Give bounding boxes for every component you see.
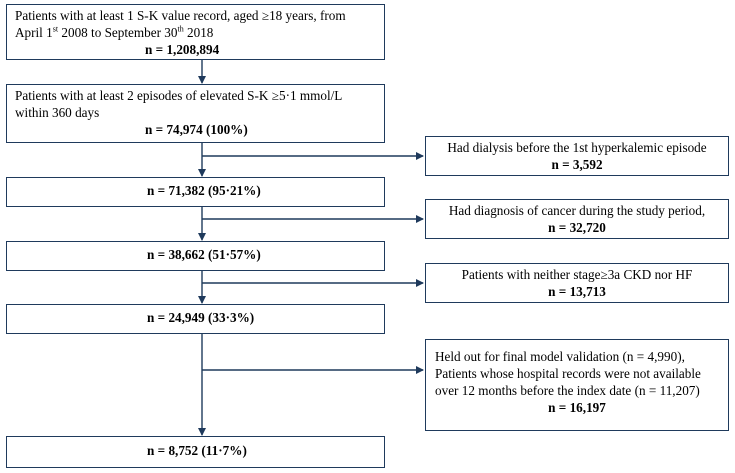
box-hyperk-line1: Patients with at least 2 episodes of ele… <box>15 88 343 103</box>
exclusion-cancer-text: Had diagnosis of cancer during the study… <box>448 203 706 218</box>
exclusion-cancer-count: n = 32,720 <box>548 219 606 235</box>
box-after-ckd-hf: n = 24,949 (33·3%) <box>6 304 385 334</box>
exclusion-ckd-hf-text: Patients with neither stage≥3a CKD nor H… <box>461 267 693 282</box>
box-final-count: n = 8,752 (11·7%) <box>147 443 247 458</box>
box-initial-cohort: Patients with at least 1 S-K value recor… <box>6 4 385 60</box>
exclusion-dialysis-text: Had dialysis before the 1st hyperkalemic… <box>447 140 707 155</box>
exclusion-holdout-line1: Held out for final model validation (n =… <box>435 349 685 364</box>
exclusion-cancer: Had diagnosis of cancer during the study… <box>425 199 729 239</box>
box-after-cancer-count: n = 38,662 (51·57%) <box>147 247 261 262</box>
box-initial-line1: Patients with at least 1 S-K value recor… <box>15 8 346 23</box>
box-initial-count: n = 1,208,894 <box>145 41 220 57</box>
exclusion-holdout-line2: Patients whose hospital records were not… <box>435 365 701 381</box>
box-hyperk-count: n = 74,974 (100%) <box>145 121 248 137</box>
box-after-cancer: n = 38,662 (51·57%) <box>6 241 385 271</box>
box-final-cohort: n = 8,752 (11·7%) <box>6 436 385 468</box>
box-initial-line2: April 1st 2008 to September 30th 2018 <box>15 24 214 40</box>
box-after-dialysis-count: n = 71,382 (95·21%) <box>147 183 261 198</box>
exclusion-holdout: Held out for final model validation (n =… <box>425 339 729 431</box>
box-after-ckd-hf-count: n = 24,949 (33·3%) <box>147 310 255 325</box>
box-hyperk-line2: within 360 days <box>15 104 100 120</box>
exclusion-dialysis: Had dialysis before the 1st hyperkalemic… <box>425 136 729 176</box>
exclusion-ckd-hf: Patients with neither stage≥3a CKD nor H… <box>425 263 729 303</box>
exclusion-dialysis-count: n = 3,592 <box>551 156 603 172</box>
exclusion-holdout-count: n = 16,197 <box>548 399 606 415</box>
box-after-dialysis: n = 71,382 (95·21%) <box>6 177 385 207</box>
exclusion-holdout-line3: over 12 months before the index date (n … <box>435 382 700 398</box>
box-hyperkalemia-cohort: Patients with at least 2 episodes of ele… <box>6 84 385 143</box>
exclusion-ckd-hf-count: n = 13,713 <box>548 283 606 299</box>
